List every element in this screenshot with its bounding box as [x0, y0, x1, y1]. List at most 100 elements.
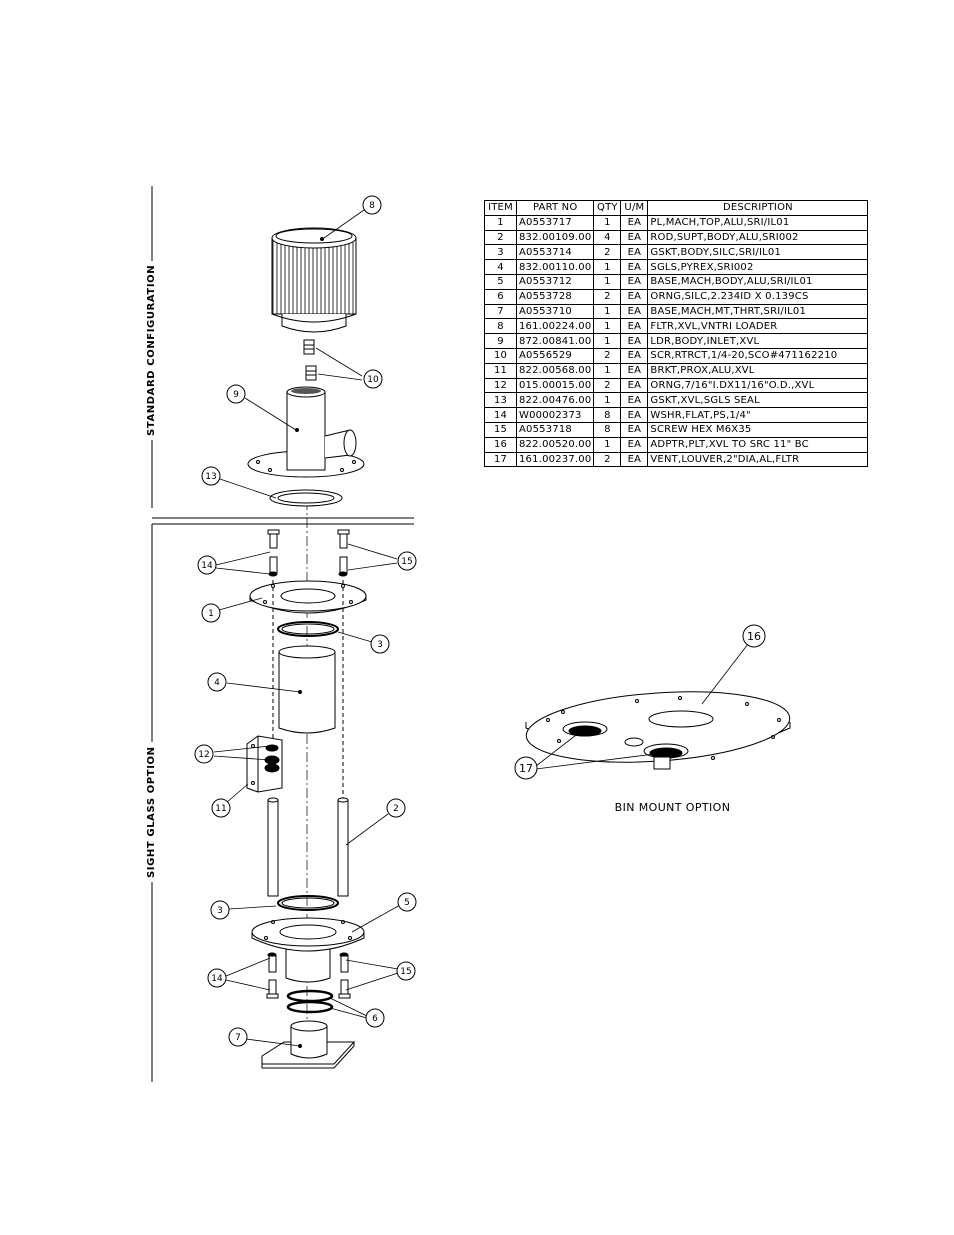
bom-cell-description: GSKT,BODY,SILC,SRI/IL01 — [647, 244, 869, 261]
mount-base-part-7 — [261, 1020, 356, 1069]
bom-cell-part-no: 161.00224.00 — [515, 318, 595, 335]
col-qty-header: QTY — [593, 200, 622, 216]
svg-text:6: 6 — [372, 1014, 378, 1024]
svg-text:3: 3 — [217, 906, 223, 916]
bom-cell-um: EA — [620, 436, 649, 453]
support-rods-part-2 — [267, 580, 349, 897]
bom-cell-item: 15 — [484, 421, 517, 438]
bom-cell-description: ORNG,7/16"I.DX11/16"O.D.,XVL — [647, 377, 869, 394]
bom-cell-part-no: A0553712 — [515, 273, 595, 290]
bom-cell-qty: 2 — [593, 244, 622, 261]
balloon-10: 10 — [363, 369, 383, 389]
bom-cell-um: EA — [620, 333, 649, 349]
bom-cell-item: 6 — [484, 288, 517, 305]
inlet-body-part-9 — [247, 386, 365, 478]
bracket-part-11 — [246, 735, 283, 793]
svg-text:17: 17 — [519, 762, 533, 775]
bom-cell-qty: 1 — [593, 303, 622, 320]
bom-cell-um: EA — [620, 451, 649, 468]
bom-cell-item: 5 — [484, 273, 517, 290]
bom-cell-part-no: A0556529 — [515, 347, 595, 364]
bom-cell-um: EA — [620, 288, 649, 305]
balloon-14-top: 14 — [197, 555, 217, 575]
screw-part-10 — [303, 339, 317, 381]
bin-mount-plate-part-16 — [525, 691, 791, 770]
bom-cell-um: EA — [620, 229, 649, 246]
sight-glass-part-4 — [278, 645, 336, 734]
bom-cell-qty: 8 — [593, 421, 622, 438]
bom-cell-qty: 1 — [593, 392, 622, 409]
balloon-16: 16 — [742, 624, 766, 648]
bom-cell-um: EA — [620, 273, 649, 290]
svg-text:13: 13 — [205, 472, 216, 482]
svg-text:15: 15 — [401, 557, 412, 567]
col-item-header: ITEM — [484, 200, 517, 216]
bom-cell-item: 9 — [484, 333, 517, 349]
bom-cell-qty: 1 — [593, 259, 622, 275]
bom-cell-part-no: 872.00841.00 — [515, 333, 595, 349]
bom-cell-item: 7 — [484, 303, 517, 320]
balloon-3-top: 3 — [370, 634, 390, 654]
bom-cell-description: GSKT,XVL,SGLS SEAL — [647, 392, 869, 409]
bom-cell-item: 3 — [484, 244, 517, 261]
svg-text:4: 4 — [214, 678, 220, 688]
bom-cell-description: LDR,BODY,INLET,XVL — [647, 333, 869, 349]
bom-cell-qty: 1 — [593, 362, 622, 379]
bom-cell-item: 14 — [484, 407, 517, 423]
svg-text:9: 9 — [233, 390, 239, 400]
bom-cell-item: 12 — [484, 377, 517, 394]
standard-configuration-label: STANDARD CONFIGURATION — [146, 260, 157, 440]
bom-cell-um: EA — [620, 259, 649, 275]
balloon-2: 2 — [386, 798, 406, 818]
bom-cell-part-no: 822.00476.00 — [515, 392, 595, 409]
bom-cell-part-no: A0553710 — [515, 303, 595, 320]
bom-cell-qty: 2 — [593, 288, 622, 305]
balloon-7: 7 — [228, 1027, 248, 1047]
bom-cell-description: BASE,MACH,MT,THRT,SRI/IL01 — [647, 303, 869, 320]
balloon-14-bottom: 14 — [207, 968, 227, 988]
balloon-15-bottom: 15 — [396, 961, 416, 981]
sight-glass-option-label: SIGHT GLASS OPTION — [146, 742, 157, 882]
bom-cell-part-no: A0553728 — [515, 288, 595, 305]
bom-cell-description: SGLS,PYREX,SRI002 — [647, 259, 869, 275]
bom-cell-description: SCREW HEX M6X35 — [647, 421, 869, 438]
gasket-part-3-bottom — [277, 895, 339, 911]
bom-cell-item: 16 — [484, 436, 517, 453]
base-part-5 — [251, 917, 365, 983]
bom-cell-part-no: 832.00110.00 — [515, 259, 595, 275]
top-plate-part-1 — [249, 580, 367, 614]
bom-cell-item: 4 — [484, 259, 517, 275]
orings-part-6 — [286, 989, 334, 1014]
bom-cell-um: EA — [620, 377, 649, 394]
bom-cell-item: 8 — [484, 318, 517, 335]
svg-text:15: 15 — [400, 967, 411, 977]
balloon-15-top: 15 — [397, 551, 417, 571]
bom-cell-qty: 2 — [593, 377, 622, 394]
svg-text:10: 10 — [367, 375, 379, 385]
top-fasteners — [267, 529, 350, 577]
bom-cell-qty: 8 — [593, 407, 622, 423]
col-um-header: U/M — [620, 200, 649, 216]
bom-header-row: ITEM PART NO QTY U/M DESCRIPTION — [484, 200, 869, 216]
bom-cell-item: 17 — [484, 451, 517, 468]
balloon-8: 8 — [362, 195, 382, 215]
bom-cell-qty: 1 — [593, 273, 622, 290]
bom-cell-part-no: W00002373 — [515, 407, 595, 423]
col-part-no-header: PART NO — [515, 200, 595, 216]
bom-cell-description: BRKT,PROX,ALU,XVL — [647, 362, 869, 379]
svg-text:12: 12 — [198, 750, 209, 760]
svg-text:14: 14 — [201, 561, 213, 571]
bom-cell-qty: 1 — [593, 214, 622, 231]
bom-cell-description: BASE,MACH,BODY,ALU,SRI/IL01 — [647, 273, 869, 290]
svg-text:3: 3 — [377, 640, 383, 650]
bom-cell-part-no: A0553718 — [515, 421, 595, 438]
bom-cell-um: EA — [620, 421, 649, 438]
svg-text:5: 5 — [404, 898, 410, 908]
